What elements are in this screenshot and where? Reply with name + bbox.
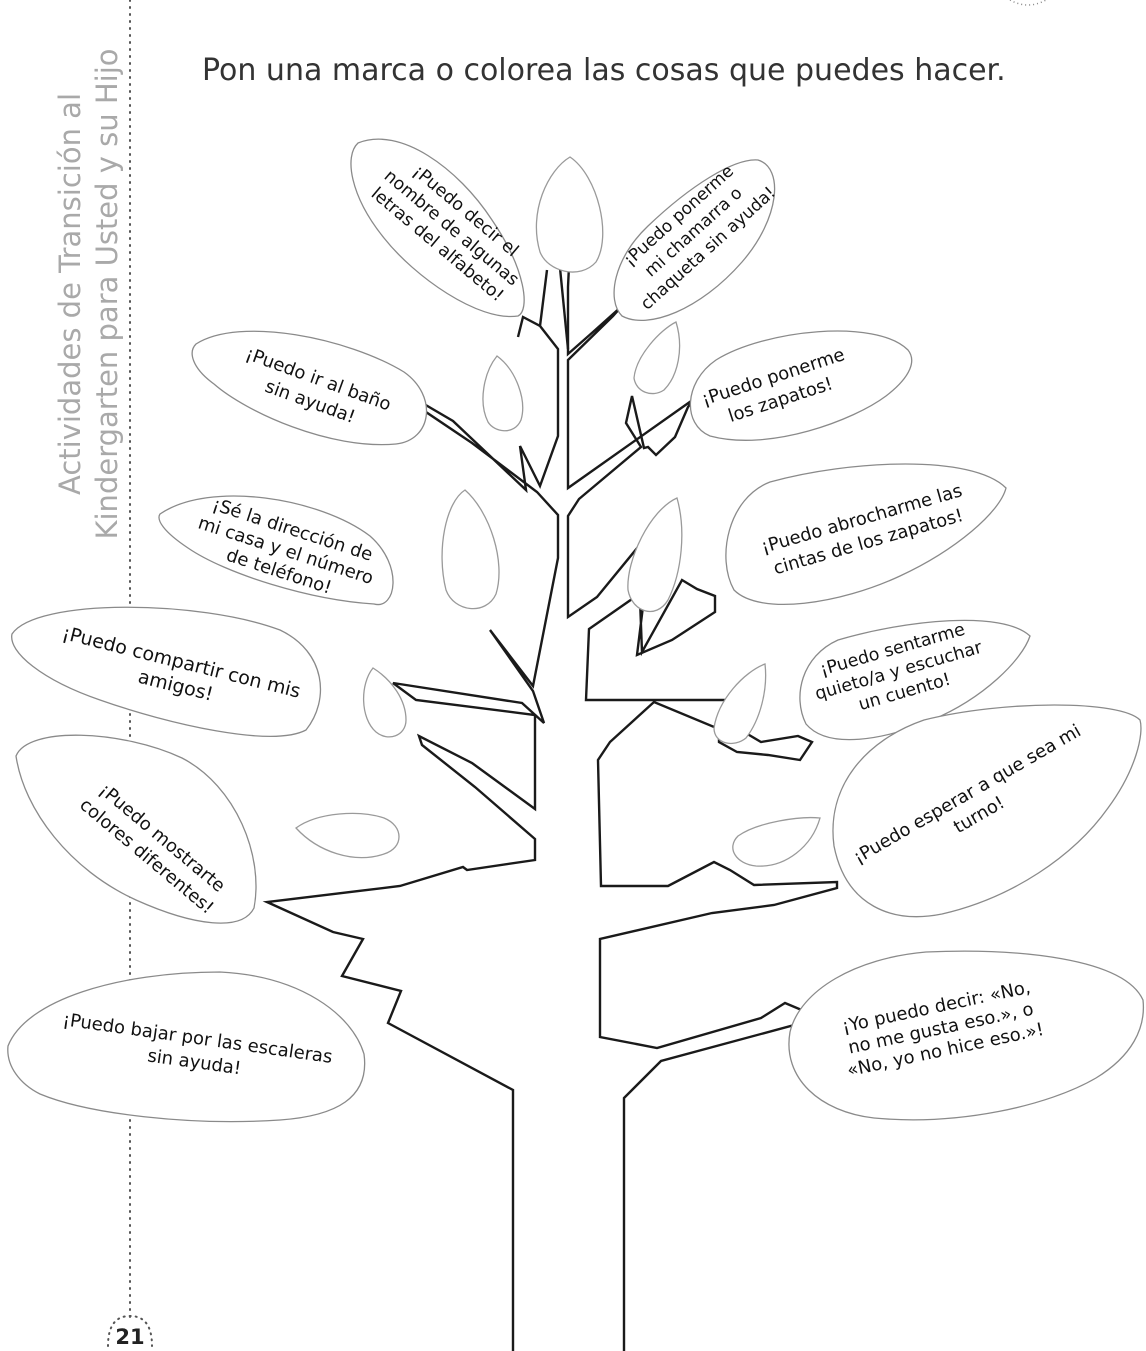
leaf-address[interactable] [158, 495, 394, 606]
sidebar-title-line2: Kindergarten para Usted y su Hijo [90, 48, 124, 539]
blank-leaf-side-right[interactable] [732, 816, 821, 867]
leaf-saying[interactable] [788, 950, 1145, 1121]
trunk-right-outline [566, 265, 848, 1351]
leaf-stairs[interactable] [7, 971, 366, 1123]
corner-dots [1009, 0, 1047, 6]
page-number: 21 [115, 1325, 144, 1349]
blank-leaf-mid-left[interactable] [441, 489, 500, 610]
sidebar-title: Actividades de Transición al Kindergarte… [53, 48, 124, 539]
page-number-dots [107, 1314, 153, 1347]
blank-leaf-upper-left[interactable] [482, 355, 524, 432]
blank-leaf-top[interactable] [535, 156, 604, 273]
leaf-bathroom[interactable] [191, 330, 428, 446]
blank-leaf-lower-right[interactable] [713, 663, 767, 745]
leaf-laces[interactable] [725, 463, 1007, 605]
leaf-shoes[interactable] [689, 330, 913, 441]
leaf-share[interactable] [11, 606, 322, 737]
leaf-sit[interactable] [799, 619, 1031, 741]
leaf-wait[interactable] [832, 704, 1142, 918]
top-stem-left [538, 269, 549, 327]
page-number-badge: 21 [107, 1314, 153, 1349]
sidebar-title-line1: Actividades de Transición al [53, 93, 87, 495]
blank-leaf-mid-right[interactable] [627, 497, 683, 612]
trunk-left-outline [262, 315, 560, 1351]
top-stem [558, 267, 570, 350]
tree [262, 265, 848, 1351]
blank-leaf-lower-left[interactable] [362, 667, 407, 738]
instruction-text: Pon una marca o colorea las cosas que pu… [202, 53, 1006, 88]
blank-leaf-upper-right[interactable] [633, 321, 681, 395]
leaf-jacket[interactable] [613, 159, 776, 321]
blank-leaf-side-left[interactable] [295, 812, 400, 859]
blank-leaves [295, 156, 821, 867]
leaf-colors[interactable] [15, 734, 257, 924]
leaf-alphabet[interactable] [350, 138, 525, 318]
